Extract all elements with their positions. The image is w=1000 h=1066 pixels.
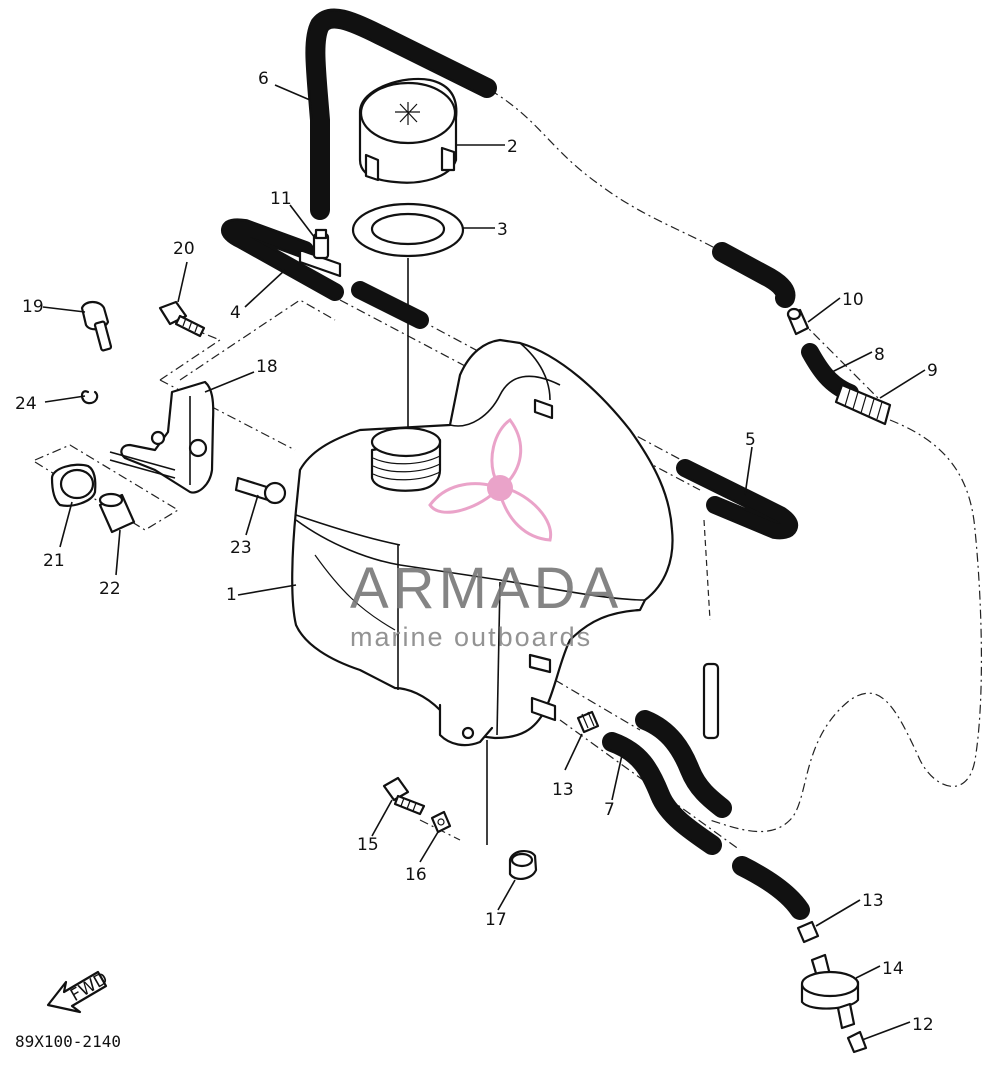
callout-labels: 1 2 3 4 5 6 7 8 9 10 11 12 13 13 14 15 1… bbox=[15, 69, 938, 1035]
callout-label: 17 bbox=[485, 910, 507, 930]
callout-label: 3 bbox=[497, 220, 508, 240]
callout-label: 22 bbox=[99, 579, 121, 599]
sleeve-9 bbox=[834, 383, 892, 426]
callout-label: 13 bbox=[862, 891, 884, 911]
bolt-15 bbox=[382, 776, 426, 816]
callout-label: 15 bbox=[357, 835, 379, 855]
pipe-vertical bbox=[702, 662, 720, 740]
watermark-brand: ARMADA bbox=[350, 556, 622, 621]
grommet-17 bbox=[508, 850, 538, 880]
clip-13-upper bbox=[576, 710, 600, 734]
washer-16 bbox=[430, 810, 452, 834]
forward-arrow: FWD bbox=[46, 969, 111, 1014]
callout-label: 10 bbox=[842, 290, 864, 310]
callout-label: 5 bbox=[745, 430, 756, 450]
callout-label: 23 bbox=[230, 538, 252, 558]
cap-gasket bbox=[351, 202, 465, 258]
hose-7 bbox=[602, 710, 732, 855]
callout-label: 18 bbox=[256, 357, 278, 377]
watermark: ARMADA marine outboards bbox=[350, 417, 622, 652]
pin-23 bbox=[234, 476, 287, 505]
grommet-21 bbox=[50, 463, 97, 507]
callout-label: 13 bbox=[552, 780, 574, 800]
hose-5 bbox=[676, 459, 798, 540]
bolt-20 bbox=[158, 300, 206, 338]
clip-24 bbox=[80, 390, 99, 405]
callout-label: 16 bbox=[405, 865, 427, 885]
callout-label: 2 bbox=[507, 137, 518, 157]
bracket-18 bbox=[109, 380, 215, 494]
t-joint-11 bbox=[298, 228, 342, 278]
callout-label: 9 bbox=[927, 361, 938, 381]
fwd-label: FWD bbox=[67, 969, 111, 1006]
hose-lower bbox=[732, 856, 810, 920]
callout-label: 21 bbox=[43, 551, 65, 571]
drawing-code: 89X100-2140 bbox=[15, 1032, 121, 1051]
callout-label: 6 bbox=[258, 69, 269, 89]
callout-label: 8 bbox=[874, 345, 885, 365]
vent-hose-6 bbox=[305, 8, 497, 220]
bolt-19 bbox=[80, 300, 113, 352]
callout-label: 19 bbox=[22, 297, 44, 317]
hose-4 bbox=[221, 218, 344, 301]
callout-label: 7 bbox=[604, 800, 615, 820]
filler-cap bbox=[358, 77, 458, 184]
connector-10 bbox=[786, 307, 810, 336]
callout-label: 1 bbox=[226, 585, 237, 605]
oil-tank bbox=[291, 338, 674, 747]
callout-label: 24 bbox=[15, 394, 37, 414]
hose-short bbox=[351, 281, 429, 329]
watermark-tagline: marine outboards bbox=[350, 622, 592, 652]
collar-22 bbox=[98, 492, 136, 534]
propeller-icon bbox=[428, 417, 553, 542]
clip-13-lower bbox=[796, 920, 820, 944]
callout-label: 12 bbox=[912, 1015, 934, 1035]
callout-label: 4 bbox=[230, 303, 241, 323]
filter-14 bbox=[800, 953, 860, 1030]
hose-upper-right bbox=[712, 242, 796, 308]
callout-label: 14 bbox=[882, 959, 904, 979]
leader-lines bbox=[42, 84, 926, 1041]
callout-label: 20 bbox=[173, 239, 195, 259]
clip-12 bbox=[846, 1030, 868, 1054]
callout-label: 11 bbox=[270, 189, 292, 209]
